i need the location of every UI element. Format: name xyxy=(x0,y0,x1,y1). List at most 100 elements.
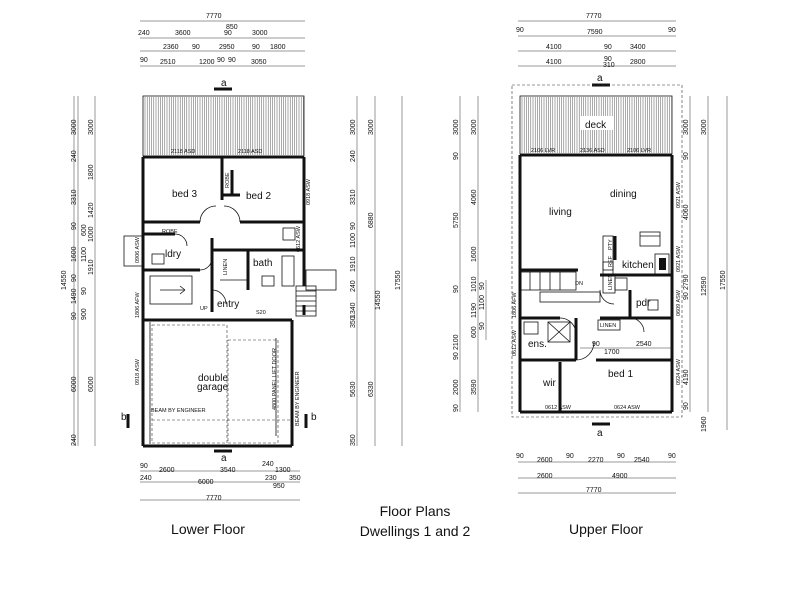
lower-dim-top: 2950 xyxy=(219,44,235,51)
room-dining: dining xyxy=(610,189,637,200)
section-marker-a-upper-bottom: a xyxy=(597,428,603,439)
upper-dim-bottom: 90 xyxy=(617,453,625,460)
room-kitchen: kitchen xyxy=(622,260,654,271)
room-linen-upper-2: LINEN xyxy=(600,323,616,329)
lower-dim-right: 6330 xyxy=(368,381,375,397)
upper-dim-inner: 1700 xyxy=(604,349,620,356)
section-marker-a-upper-top: a xyxy=(597,73,603,84)
upper-right-dimensions: 3000 90 4060 2790 90 4190 90 3000 12590 … xyxy=(683,96,728,432)
lower-dim-left: 3000 xyxy=(88,119,95,135)
room-ensuite: ens. xyxy=(528,339,547,350)
lower-dim-bottom: 90 xyxy=(140,463,148,470)
upper-dim-left: 3000 xyxy=(453,119,460,135)
lower-dim-right: 3000 xyxy=(350,119,357,135)
lower-dim-bottom: 240 xyxy=(262,461,274,468)
upper-dim-top: 4100 xyxy=(546,44,562,51)
upper-dim-right: 3000 xyxy=(683,119,690,135)
lower-dim-top: 90 xyxy=(252,44,260,51)
stair-down-label: DN xyxy=(575,281,583,287)
lower-dim-left: 1800 xyxy=(88,164,95,180)
window-label: 0921 ASW xyxy=(676,181,682,208)
window-label: 1806 AFW xyxy=(135,292,141,318)
caption-title-line1: Floor Plans xyxy=(379,503,451,519)
upper-dim-right: 4060 xyxy=(683,204,690,220)
upper-dim-top: 4100 xyxy=(546,59,562,66)
window-label: 0921 ASW xyxy=(676,245,682,272)
window-label: 0918 ASW xyxy=(135,358,141,385)
window-label: 0918 ASW xyxy=(306,178,312,205)
lower-dim-top: 90 xyxy=(192,44,200,51)
upper-dim-bottom: 90 xyxy=(668,453,676,460)
section-marker-a-top: a xyxy=(221,78,227,89)
lower-dim-top: 2360 xyxy=(163,44,179,51)
upper-dim-bottom: 90 xyxy=(566,453,574,460)
lower-dim-right: 1100 xyxy=(350,233,357,248)
upper-dim-left: 90 xyxy=(479,322,486,330)
upper-dim-bottom: 2600 xyxy=(537,473,553,480)
upper-dim-right: 90 xyxy=(683,292,690,300)
upper-dim-right: 12590 xyxy=(701,276,708,296)
upper-top-dimensions: 7770 90 7590 90 4100 90 3400 4100 90 280… xyxy=(516,13,676,69)
window-label: 1806 AFW xyxy=(512,292,518,318)
upper-dim-bottom: 2540 xyxy=(634,457,650,464)
upper-walls xyxy=(518,153,674,414)
lower-dim-right: 6880 xyxy=(368,212,375,228)
window-label: 2106 LVR xyxy=(531,148,555,154)
garage-door-label: 4800 PANEL LIFT DOOR xyxy=(272,348,278,410)
window-label: 0924 ASW xyxy=(676,358,682,385)
lower-dim-left: 240 xyxy=(71,150,78,162)
section-marker-b-right: b xyxy=(311,412,317,423)
lower-dim-top: 90 xyxy=(224,30,232,37)
lower-dim-right: 3000 xyxy=(368,119,375,135)
lower-dim-top: 1200 xyxy=(199,59,215,66)
upper-floor-plan: 7770 90 7590 90 4100 90 3400 4100 90 280… xyxy=(453,13,728,494)
upper-dim-left: 2100 xyxy=(453,334,460,350)
lower-dim-top: 90 xyxy=(140,57,148,64)
upper-dim-left: 90 xyxy=(479,282,486,290)
lower-dim-right: 14550 xyxy=(375,290,382,310)
room-bed1: bed 1 xyxy=(608,369,633,380)
lower-walls xyxy=(141,155,306,448)
lower-entry-steps xyxy=(295,285,317,317)
upper-bottom-dimensions: 90 2600 90 2270 90 2540 90 2600 4900 777… xyxy=(516,453,676,494)
lower-dim-left: 3000 xyxy=(71,119,78,135)
room-entry: entry xyxy=(217,299,239,310)
lower-dim-left: 90 xyxy=(81,287,88,295)
room-garage-line2: garage xyxy=(197,382,229,393)
lower-dim-right: 3310 xyxy=(350,189,357,205)
lower-dim-left: 1100 xyxy=(81,247,88,262)
upper-dim-left: 1100 xyxy=(479,295,486,310)
upper-dim-top: 2800 xyxy=(630,59,646,66)
upper-dim-left: 90 xyxy=(453,152,460,160)
room-pdr: pdr xyxy=(636,298,651,309)
room-bed3: bed 3 xyxy=(172,189,197,200)
upper-dim-right: 1960 xyxy=(701,416,708,432)
caption-title: Floor Plans Dwellings 1 and 2 xyxy=(320,501,510,541)
upper-dim-left: 1010 xyxy=(471,276,478,292)
lower-dim-left: 1490 xyxy=(71,288,78,304)
upper-dim-left: 90 xyxy=(453,404,460,412)
lower-dim-total-top: 7770 xyxy=(206,13,222,20)
beam-label-horizontal: BEAM BY ENGINEER xyxy=(151,408,206,414)
lower-dim-left: 1910 xyxy=(88,259,95,275)
lower-dim-bottom: 2600 xyxy=(159,467,175,474)
lower-floor-plan: 7770 240 3600 90 3000 850 2360 90 2950 9… xyxy=(61,13,403,502)
window-label: 0906 ASW xyxy=(135,236,141,263)
lower-dim-bottom: 3540 xyxy=(220,467,236,474)
lower-dim-bottom: 6000 xyxy=(198,479,214,486)
lower-dim-left: 3310 xyxy=(71,189,78,205)
lower-dim-left: 6000 xyxy=(71,376,78,392)
window-label: 0612 ASW xyxy=(512,329,518,356)
upper-dim-top: 90 xyxy=(516,27,524,34)
upper-dim-left: 90 xyxy=(453,352,460,360)
upper-dim-top: 7590 xyxy=(587,29,603,36)
upper-dim-right: 3000 xyxy=(701,119,708,135)
upper-dim-right: 2790 xyxy=(683,274,690,290)
lower-dim-left: 90 xyxy=(71,222,78,230)
upper-dim-bottom: 4900 xyxy=(612,473,628,480)
lower-dim-left-total: 14550 xyxy=(61,270,68,290)
upper-dim-left: 4060 xyxy=(471,189,478,205)
beam-label-vertical: BEAM BY ENGINEER xyxy=(295,371,301,426)
room-robe-lower: ROBE xyxy=(162,229,178,235)
lower-dim-bottom: 1300 xyxy=(275,467,291,474)
